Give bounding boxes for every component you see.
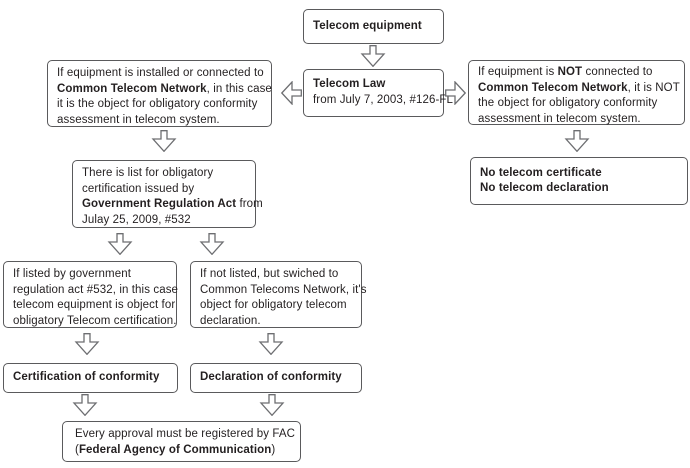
node-declaration-of-conformity: Declaration of conformity bbox=[190, 363, 362, 393]
down-arrow-icon bbox=[151, 130, 177, 152]
down-arrow-icon bbox=[72, 394, 98, 416]
node-fac-registration: Every approval must be registered by FAC… bbox=[62, 421, 301, 462]
down-arrow-icon bbox=[259, 394, 285, 416]
down-arrow-icon bbox=[564, 130, 590, 152]
down-arrow-icon bbox=[107, 233, 133, 255]
node-connected-to-network: If equipment is installed or connected t… bbox=[47, 60, 272, 127]
right-arrow-icon bbox=[445, 81, 466, 105]
down-arrow-icon bbox=[258, 333, 284, 355]
down-arrow-icon bbox=[74, 333, 100, 355]
node-telecom-equipment: Telecom equipment bbox=[303, 9, 444, 44]
down-arrow-icon bbox=[360, 45, 386, 67]
down-arrow-icon bbox=[199, 233, 225, 255]
node-certification-of-conformity: Certification of conformity bbox=[3, 363, 178, 393]
left-arrow-icon bbox=[281, 81, 302, 105]
